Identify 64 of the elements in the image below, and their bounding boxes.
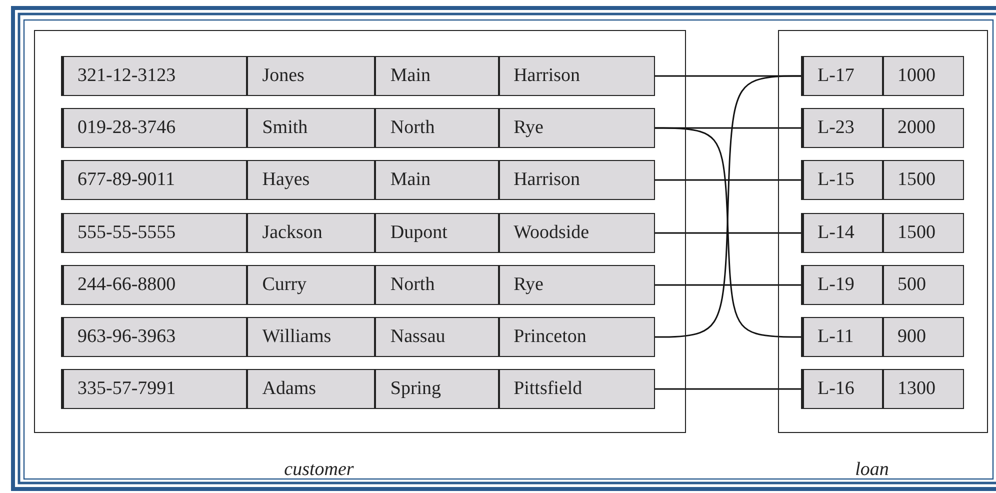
table-cell: North	[376, 108, 500, 146]
table-cell: Williams	[248, 318, 376, 356]
table-row	[60, 316, 654, 356]
table-cell: L-16	[804, 370, 884, 408]
connector-line	[655, 232, 801, 234]
table-row	[60, 108, 654, 148]
table-cell: L-19	[804, 266, 884, 304]
table-row	[800, 316, 964, 356]
table-cell: Spring	[376, 370, 500, 408]
table-cell-text: Harrison	[512, 168, 582, 192]
table-cell: Main	[376, 56, 500, 94]
table-cell: 677-89-9011	[64, 160, 248, 198]
table-cell: North	[376, 266, 500, 304]
table-cell-text: 1500	[896, 168, 937, 192]
table-row	[60, 160, 654, 200]
table-cell-text: 500	[896, 272, 928, 296]
table-cell: Adams	[248, 370, 376, 408]
connector-line	[655, 179, 801, 181]
table-cell-text: Princeton	[512, 324, 588, 348]
table-cell: 321-12-3123	[64, 56, 248, 94]
table-cell: L-15	[804, 160, 884, 198]
table-cell: 555-55-5555	[64, 214, 248, 252]
table-row	[60, 264, 654, 304]
table-cell-text: 900	[896, 324, 928, 348]
table-cell: 019-28-3746	[64, 108, 248, 146]
table-row	[800, 264, 964, 304]
table-row	[60, 56, 654, 96]
table-cell-text: Rye	[512, 272, 544, 296]
table-cell-text: Rye	[512, 116, 544, 140]
table-cell: Main	[376, 160, 500, 198]
table-cell: Smith	[248, 108, 376, 146]
table-cell-text: 1500	[896, 220, 937, 244]
table-cell: Hayes	[248, 160, 376, 198]
table-row	[60, 368, 654, 408]
connector-line	[655, 388, 801, 390]
relation-name: customer	[284, 459, 354, 481]
table-cell: L-17	[804, 56, 884, 94]
table-cell-text: 2000	[896, 116, 937, 140]
relation-name: loan	[855, 459, 889, 481]
table-cell: Jones	[248, 56, 376, 94]
table-row	[800, 160, 964, 200]
table-cell: Jackson	[248, 214, 376, 252]
connector-line	[655, 284, 801, 286]
table-cell-text: 1300	[896, 376, 937, 400]
connector-line	[655, 75, 801, 338]
table-cell: Nassau	[376, 318, 500, 356]
table-cell: L-23	[804, 108, 884, 146]
table-row	[60, 212, 654, 252]
table-cell: Curry	[248, 266, 376, 304]
table-cell: Dupont	[376, 214, 500, 252]
table-cell-text: Pittsfield	[512, 376, 584, 400]
table-cell: 963-96-3963	[64, 318, 248, 356]
table-cell: L-14	[804, 214, 884, 252]
table-cell: L-11	[804, 318, 884, 356]
table-cell-text: Woodside	[512, 220, 590, 244]
table-row	[800, 56, 964, 96]
table-row	[800, 108, 964, 148]
table-cell: 244-66-8800	[64, 266, 248, 304]
connector-line	[655, 127, 801, 338]
table-row	[800, 212, 964, 252]
table-row	[800, 368, 964, 408]
table-cell: 335-57-7991	[64, 370, 248, 408]
table-cell-text: 1000	[896, 64, 937, 88]
table-cell-text: Harrison	[512, 64, 582, 88]
